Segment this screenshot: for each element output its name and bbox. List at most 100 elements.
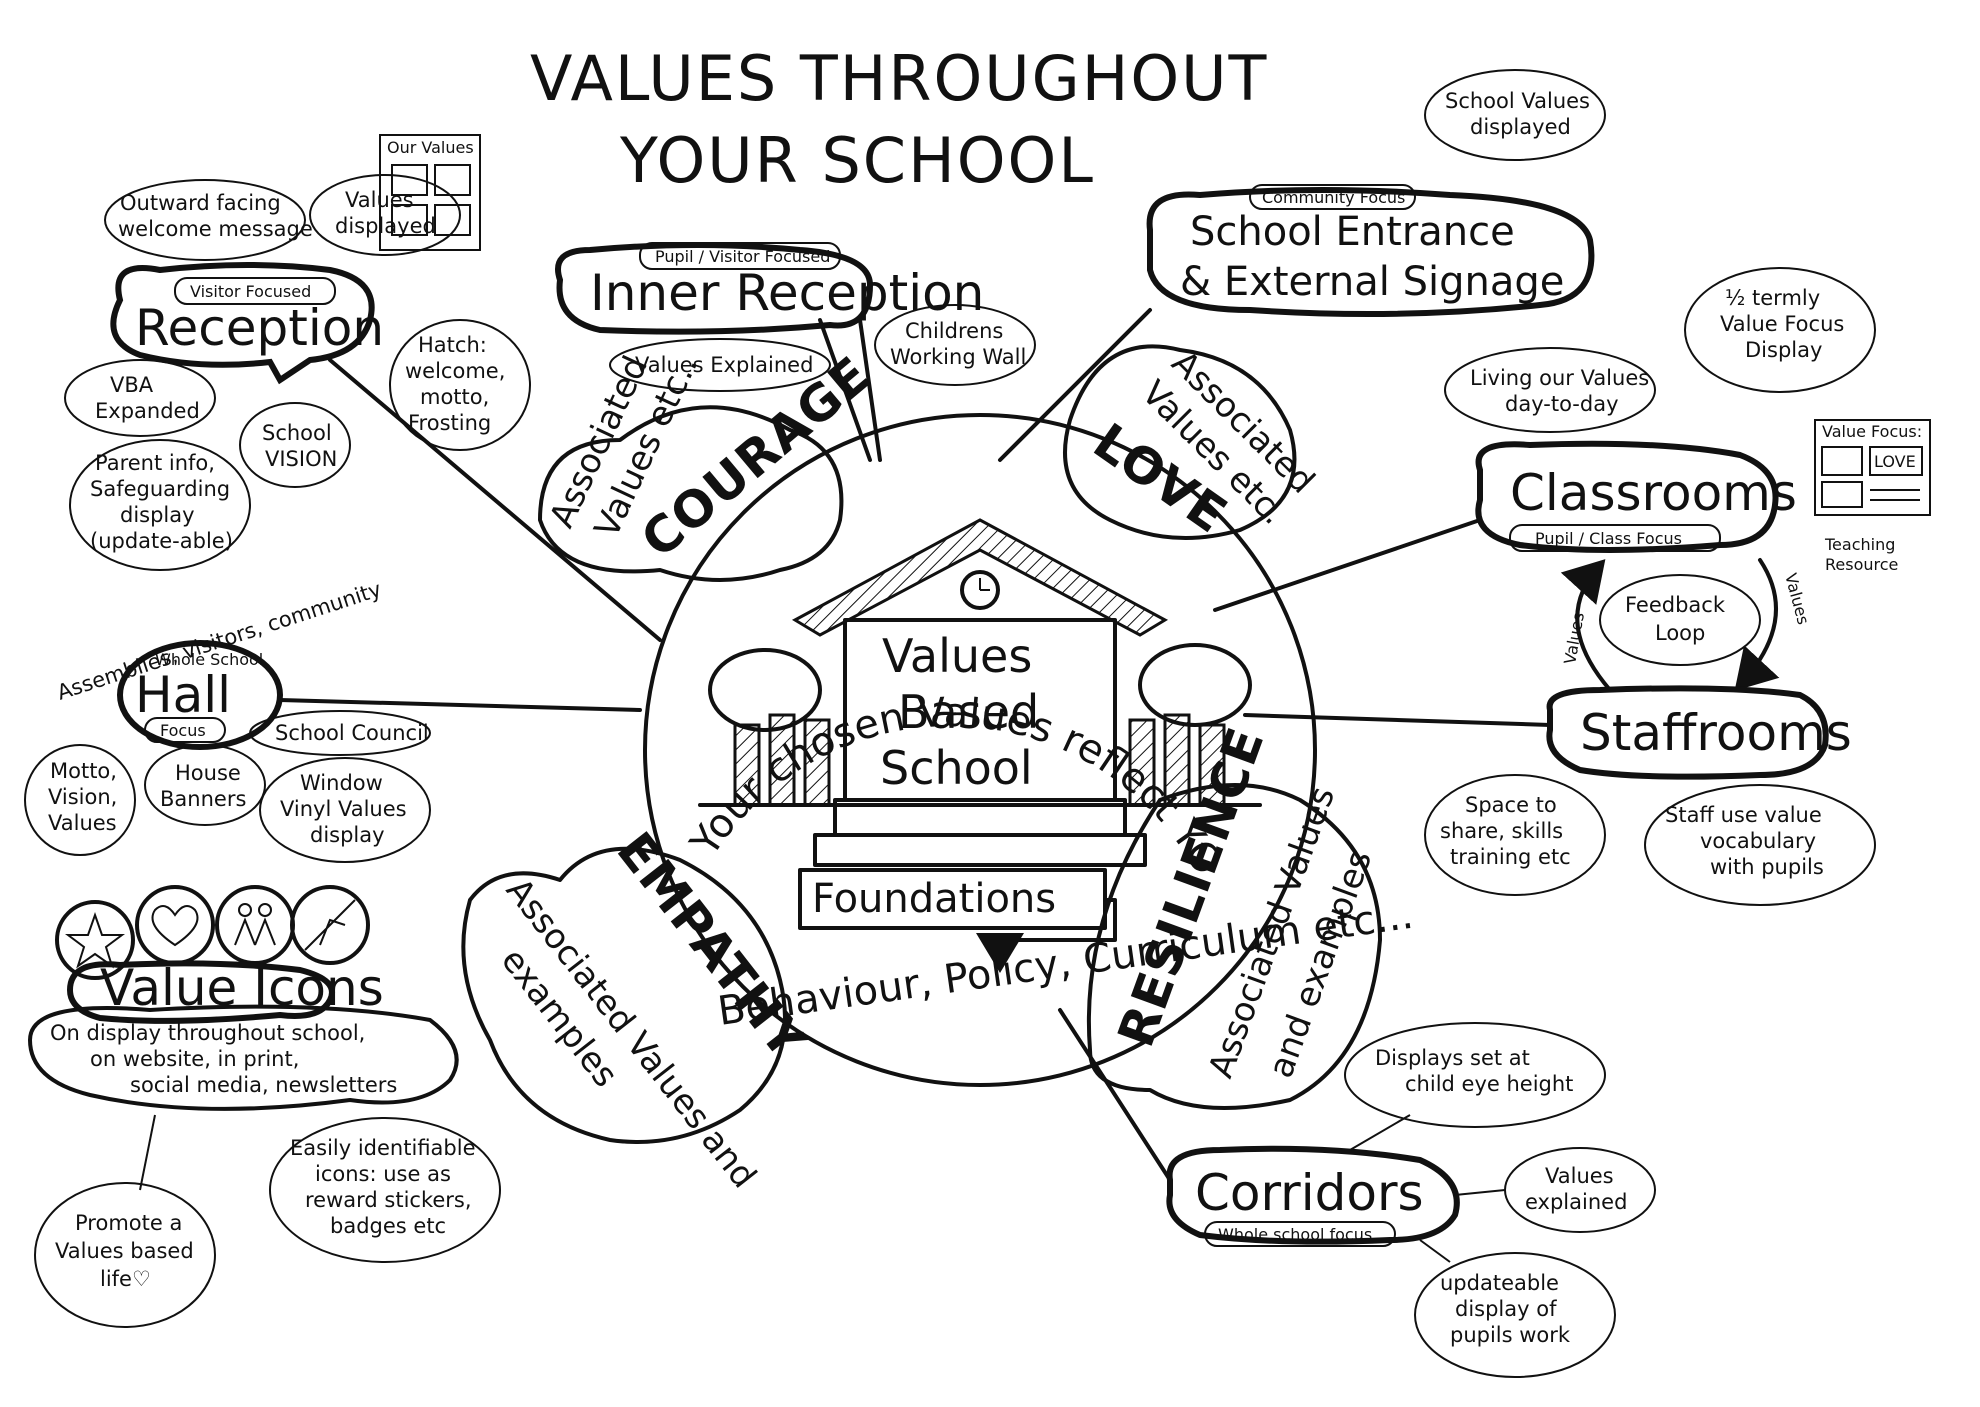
star-badge-icon [55,900,135,980]
inner-reception-note-explained [609,338,831,392]
corridors-label: Corridors [1195,1164,1424,1222]
school-entrance-note-displayed [1424,69,1606,161]
hall-focus-bottom: Focus [160,721,206,740]
house-illustration: Values Based School [698,518,1262,867]
node-staffrooms: Staffrooms Space to share, skills traini… [1424,685,1876,906]
resilience-cloud [1086,783,1382,1110]
our-values-board-icon [379,134,481,251]
svg-text:Motto,: Motto, [50,759,117,783]
svg-text:Banners: Banners [160,787,246,811]
title-line-2: YOUR SCHOOL [619,124,1095,197]
house-roof [791,518,1169,637]
reception-focus-tag [174,277,336,305]
hall-note-council [249,710,431,756]
climber-badge-icon [290,885,370,965]
node-school-entrance: School Entrance & External Signage Commu… [1146,69,1606,317]
svg-text:Values: Values [1560,611,1588,666]
svg-text:updateable: updateable [1440,1271,1559,1295]
svg-text:on website, in print,: on website, in print, [90,1047,299,1071]
svg-text:(update-able): (update-able) [90,529,233,553]
people-badge-icon [215,885,295,965]
line-corridors [1058,1008,1172,1182]
svg-text:badges etc: badges etc [330,1214,446,1238]
reception-focus: Visitor Focused [190,282,311,301]
svg-text:Promote a: Promote a [75,1211,182,1235]
corridors-focus-tag [1204,1221,1396,1247]
svg-text:Value Focus: Value Focus [1720,312,1844,336]
tree-right-icon [1138,643,1252,727]
node-reception: Reception Visitor Focused Outward facing… [64,134,531,571]
feedback-loop: Feedback Loop Values Values [1560,558,1813,692]
svg-text:social media, newsletters: social media, newsletters [130,1073,397,1097]
hall-bubble [117,640,283,750]
svg-text:day-to-day: day-to-day [1505,392,1619,416]
svg-text:On display throughout school,: On display throughout school, [50,1021,365,1045]
svg-text:child eye height: child eye height [1405,1072,1573,1096]
svg-text:vocabulary: vocabulary [1700,829,1816,853]
title-line-1: VALUES THROUGHOUT [530,42,1268,115]
house-line-2: Based [898,685,1039,739]
hall-note-house [144,744,266,826]
svg-text:Values: Values [1781,571,1813,626]
svg-text:Living our Values: Living our Values [1470,366,1649,390]
value-icons-note-promote [34,1182,216,1328]
value-courage: COURAGE Associated Values etc.. [538,345,882,582]
courage-cloud [538,405,844,582]
center-circle [643,413,1317,1087]
heart-badge-icon [135,885,215,965]
classrooms-focus-tag [1509,524,1721,552]
svg-text:Childrens: Childrens [905,319,1003,343]
svg-text:Window: Window [300,771,383,795]
node-classrooms: Classrooms Pupil / Class Focus ½ termly … [1444,267,1931,574]
svg-text:School Values: School Values [1445,89,1590,113]
inner-reception-note-wall [874,304,1036,386]
hall-label: Hall [135,666,231,724]
reception-note-vba [64,359,216,437]
svg-text:display: display [310,823,385,847]
school-entrance-line-1: School Entrance [1190,209,1515,255]
inner-reception-bubble [555,242,874,335]
house-line-1: Values [882,629,1032,683]
house-line-3: School [880,741,1033,795]
value-love: LOVE Associated Values etc. [1063,343,1322,545]
connector-lines [278,308,1552,1182]
node-value-icons: Value Icons On display throughout school… [28,885,501,1328]
svg-text:LOVE: LOVE [1874,452,1916,471]
inner-reception-focus: Pupil / Visitor Focused [655,247,830,266]
node-hall: Hall Whole School Focus Assemblies, visi… [24,577,431,863]
svg-text:Values: Values [48,811,117,835]
svg-text:Loop: Loop [1655,621,1705,645]
classrooms-note-termly [1684,267,1876,393]
svg-text:life♡: life♡ [100,1267,151,1291]
svg-text:VISION: VISION [265,447,337,471]
svg-text:pupils work: pupils work [1450,1323,1571,1347]
school-entrance-line-2: & External Signage [1180,259,1564,305]
svg-text:Our Values: Our Values [387,138,474,157]
inner-reception-focus-tag [639,242,841,270]
value-icons-note-icons [269,1117,501,1263]
svg-text:Values based: Values based [55,1239,194,1263]
value-focus-board-icon [1814,419,1931,516]
tree-left-icon [708,648,822,732]
svg-text:Display: Display [1745,338,1822,362]
classrooms-label: Classrooms [1510,464,1797,522]
svg-text:motto,: motto, [420,385,489,409]
reception-note-hatch [389,319,531,451]
line-staffrooms [1243,713,1552,727]
svg-text:Easily identifiable: Easily identifiable [290,1136,476,1160]
value-icons-bubble [66,960,335,1024]
svg-text:Values: Values [1545,1164,1614,1188]
svg-text:Outward facing: Outward facing [120,191,281,215]
svg-text:reward stickers,: reward stickers, [305,1188,472,1212]
svg-text:displayed: displayed [1470,115,1571,139]
staffrooms-note-vocab [1644,784,1876,906]
svg-text:icons: use as: icons: use as [315,1162,451,1186]
school-entrance-focus-tag [1249,184,1416,210]
svg-text:welcome message: welcome message [118,217,313,241]
svg-text:Space to: Space to [1465,793,1557,817]
node-inner-reception: Inner Reception Pupil / Visitor Focused … [555,242,1036,392]
svg-text:Frosting: Frosting [408,411,491,435]
svg-text:Safeguarding: Safeguarding [90,477,230,501]
svg-text:Expanded: Expanded [95,399,200,423]
